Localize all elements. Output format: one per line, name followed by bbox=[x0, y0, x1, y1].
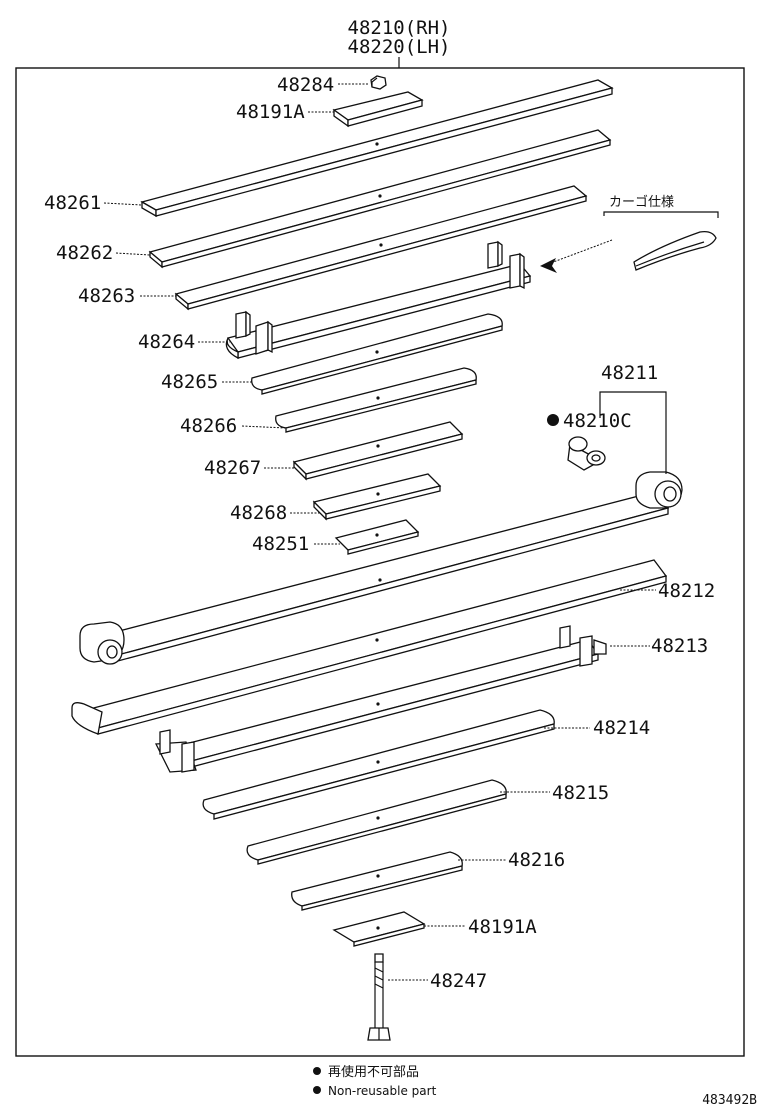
label-48265[interactable]: 48265 bbox=[161, 371, 218, 393]
center-hole-48215 bbox=[376, 816, 380, 820]
cargo-spec-arrow-head bbox=[540, 258, 557, 273]
leaf-48212[interactable] bbox=[71, 559, 668, 735]
label-48211[interactable]: 48211 bbox=[601, 362, 658, 384]
pad-48191a-top[interactable] bbox=[332, 91, 424, 128]
label-48247[interactable]: 48247 bbox=[430, 970, 487, 992]
center-hole-48214 bbox=[376, 760, 380, 764]
center-hole-48265 bbox=[375, 350, 379, 354]
leaf-48266[interactable] bbox=[275, 367, 477, 433]
center-hole-48216 bbox=[376, 874, 380, 878]
center-hole-48266 bbox=[376, 396, 380, 400]
cargo-spec-arrow-line bbox=[547, 239, 613, 265]
label-48264[interactable]: 48264 bbox=[138, 331, 195, 353]
legend-dot-jp bbox=[313, 1067, 321, 1075]
spacer-48251[interactable] bbox=[334, 519, 420, 555]
center-hole-48262 bbox=[378, 194, 382, 198]
label-48251[interactable]: 48251 bbox=[252, 533, 309, 555]
leaf-48268[interactable] bbox=[312, 473, 442, 521]
center-hole-48267 bbox=[376, 444, 380, 448]
leaf-48216[interactable] bbox=[291, 851, 463, 911]
main-leaf-48211[interactable] bbox=[79, 471, 683, 665]
center-hole-48213 bbox=[376, 702, 380, 706]
label-48263[interactable]: 48263 bbox=[78, 285, 135, 307]
label-48216[interactable]: 48216 bbox=[508, 849, 565, 871]
header-rh: 48210(RH) bbox=[348, 17, 451, 39]
label-48268[interactable]: 48268 bbox=[230, 502, 287, 524]
center-hole-48251 bbox=[375, 533, 379, 537]
center-hole-48263 bbox=[379, 243, 383, 247]
label-48191a-bottom[interactable]: 48191A bbox=[468, 916, 537, 938]
nut-48284[interactable] bbox=[370, 75, 387, 90]
leaf-48264[interactable] bbox=[225, 240, 532, 360]
cargo-spec-leaf[interactable] bbox=[633, 230, 717, 271]
leader-48266 bbox=[241, 425, 287, 429]
diagram-frame bbox=[15, 67, 745, 1057]
leader-48262 bbox=[115, 252, 151, 256]
label-48284[interactable]: 48284 bbox=[277, 74, 334, 96]
bracket-48211 bbox=[599, 391, 667, 474]
leaf-48213[interactable] bbox=[154, 625, 607, 773]
leaf-48267[interactable] bbox=[292, 421, 464, 481]
bushing-48210c[interactable] bbox=[567, 436, 606, 471]
center-hole-48268 bbox=[376, 492, 380, 496]
center-hole-48211 bbox=[378, 578, 382, 582]
header-lh: 48220(LH) bbox=[348, 36, 451, 58]
label-48267[interactable]: 48267 bbox=[204, 457, 261, 479]
legend-en: Non-reusable part bbox=[328, 1084, 437, 1098]
label-48262[interactable]: 48262 bbox=[56, 242, 113, 264]
leaf-48215[interactable] bbox=[246, 779, 507, 865]
label-48213[interactable]: 48213 bbox=[651, 635, 708, 657]
center-bolt-48247[interactable] bbox=[367, 953, 391, 1041]
legend-dot-en bbox=[313, 1086, 321, 1094]
label-48215[interactable]: 48215 bbox=[552, 782, 609, 804]
label-48210c[interactable]: 48210C bbox=[563, 410, 632, 432]
leader-48261 bbox=[103, 202, 143, 206]
cargo-spec-label: カーゴ仕様 bbox=[609, 194, 674, 210]
cargo-spec-bracket bbox=[603, 211, 719, 218]
label-48214[interactable]: 48214 bbox=[593, 717, 650, 739]
label-48261[interactable]: 48261 bbox=[44, 192, 101, 214]
label-48266[interactable]: 48266 bbox=[180, 415, 237, 437]
figure-code: 483492B bbox=[702, 1093, 757, 1108]
label-48191a-top[interactable]: 48191A bbox=[236, 101, 305, 123]
non-reusable-mark bbox=[547, 414, 559, 426]
legend-jp: 再使用不可部品 bbox=[328, 1064, 419, 1080]
center-hole-48261 bbox=[375, 142, 379, 146]
center-hole-48191a-bottom bbox=[376, 926, 380, 930]
label-48212[interactable]: 48212 bbox=[658, 580, 715, 602]
center-hole-48212 bbox=[375, 638, 379, 642]
